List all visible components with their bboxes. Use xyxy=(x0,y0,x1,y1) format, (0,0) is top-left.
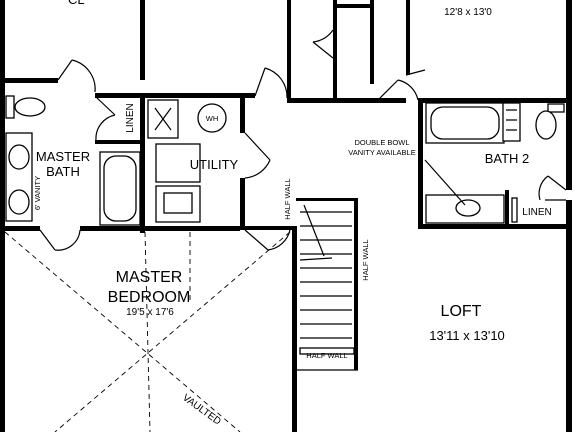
staircase xyxy=(296,204,358,371)
fixtures xyxy=(5,95,565,226)
closet-label: CL xyxy=(68,0,85,7)
master-bedroom-label-2: BEDROOM xyxy=(108,289,191,306)
top-right-room-dims: 12'8 x 13'0 xyxy=(444,7,492,18)
vanity-label: 6' VANITY xyxy=(33,176,42,210)
master-bedroom-dims: 19'5 x 17'6 xyxy=(126,307,174,318)
linen-right-label: LINEN xyxy=(522,207,551,218)
double-bowl-label-1: DOUBLE BOWL xyxy=(354,138,409,147)
master-bedroom-label-1: MASTER xyxy=(116,269,183,286)
master-bath-label-2: BATH xyxy=(46,164,80,179)
linen-left-label: LINEN xyxy=(125,103,136,132)
half-wall-bottom-label: HALF WALL xyxy=(306,351,347,360)
half-wall-left-label: HALF WALL xyxy=(283,178,292,219)
half-wall-stair-label: HALF WALL xyxy=(361,239,370,280)
loft-label: LOFT xyxy=(441,303,482,320)
master-bath-label-1: MASTER xyxy=(36,149,90,164)
callout-line xyxy=(424,159,466,206)
doors xyxy=(39,29,567,251)
loft-dims: 13'11 x 13'10 xyxy=(429,328,505,343)
vaulted-label: VAULTED xyxy=(180,392,223,427)
water-heater-label: WH xyxy=(206,114,219,123)
utility-label: UTILITY xyxy=(190,157,239,172)
vaulted-ceiling-lines xyxy=(4,231,291,432)
bath2-label: BATH 2 xyxy=(485,151,530,166)
double-bowl-label-2: VANITY AVAILABLE xyxy=(348,148,415,157)
